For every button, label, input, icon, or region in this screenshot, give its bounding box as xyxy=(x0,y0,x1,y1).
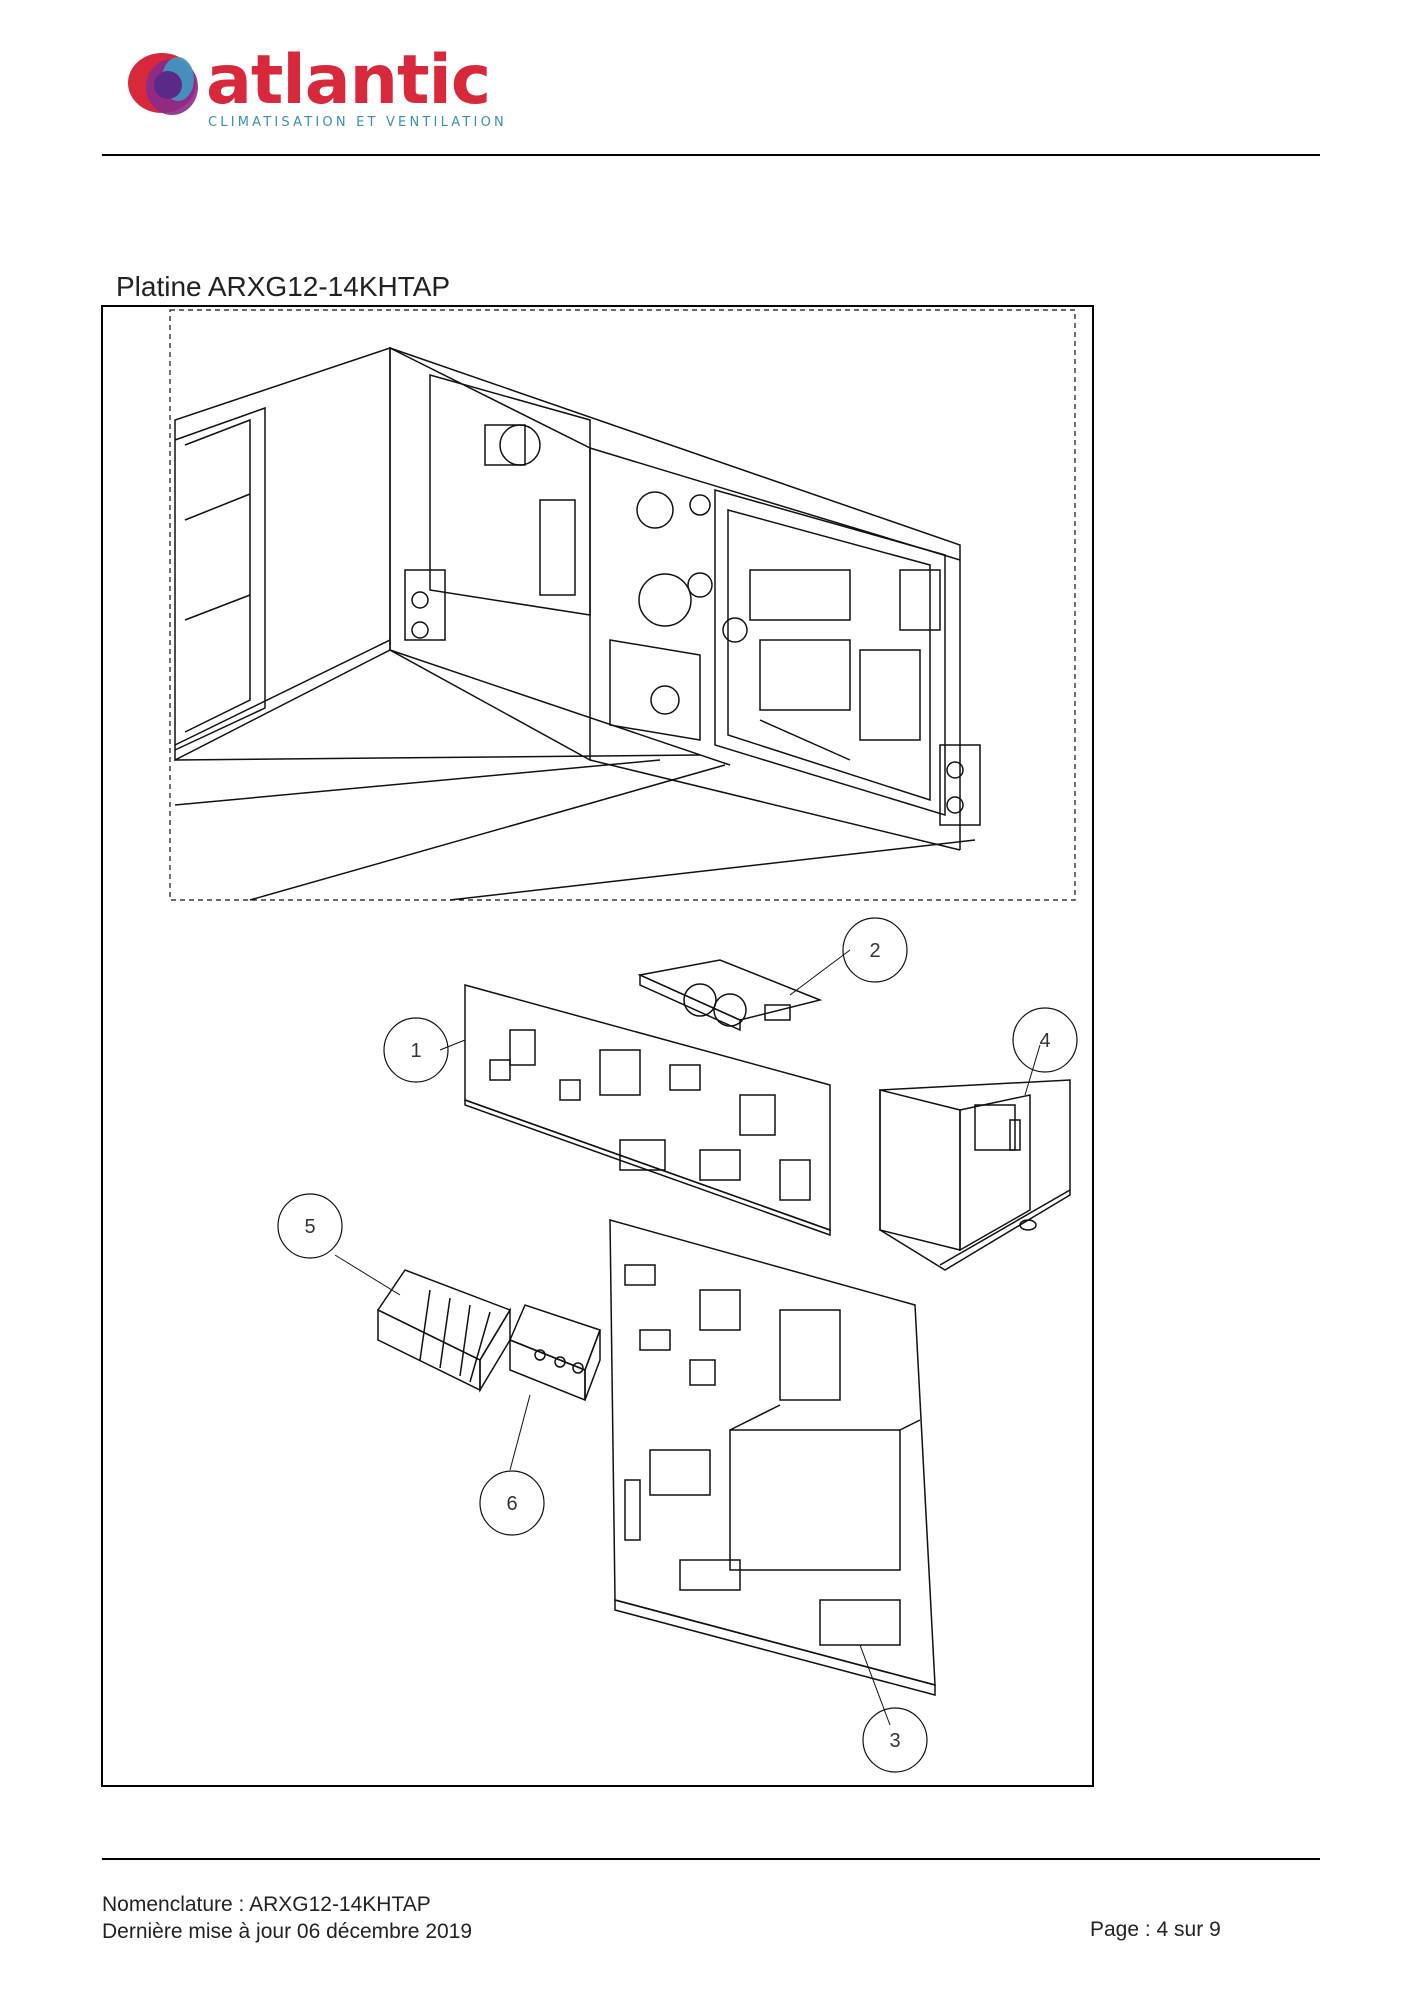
brand-tagline: CLIMATISATION ET VENTILATION xyxy=(208,115,507,130)
page-number: Page : 4 sur 9 xyxy=(1090,1918,1221,1941)
logo-mark-icon xyxy=(128,53,198,115)
part-5-terminal-block xyxy=(376,1269,512,1393)
callout-3: 3 xyxy=(889,1730,900,1752)
callout-5: 5 xyxy=(304,1216,315,1238)
section-title: Platine ARXG12-14KHTAP xyxy=(116,271,451,302)
header-rule xyxy=(102,154,1320,156)
footer-rule xyxy=(102,1858,1320,1860)
footer-updated: Dernière mise à jour 06 décembre 2019 xyxy=(102,1920,473,1943)
part-6-terminal-block xyxy=(509,1304,601,1402)
part-2-filter-board xyxy=(637,959,823,1032)
callout-6: 6 xyxy=(506,1493,517,1515)
atlantic-logo: atlantic CLIMATISATION ET VENTILATION xyxy=(120,41,504,135)
brand-name: atlantic xyxy=(206,41,491,120)
callout-1: 1 xyxy=(410,1040,421,1062)
callout-4: 4 xyxy=(1039,1030,1050,1052)
detail-view-box xyxy=(169,309,1076,901)
unit-housing xyxy=(174,346,981,901)
footer-info: Nomenclature : ARXG12-14KHTAP Dernière m… xyxy=(102,1891,472,1945)
part-4-transformer xyxy=(879,1079,1071,1271)
footer-nomenclature: Nomenclature : ARXG12-14KHTAP xyxy=(102,1893,431,1916)
part-3-power-board xyxy=(609,1219,936,1696)
callout-2: 2 xyxy=(869,940,880,962)
part-1-control-board xyxy=(464,984,831,1237)
drawing-frame xyxy=(101,305,1094,1787)
